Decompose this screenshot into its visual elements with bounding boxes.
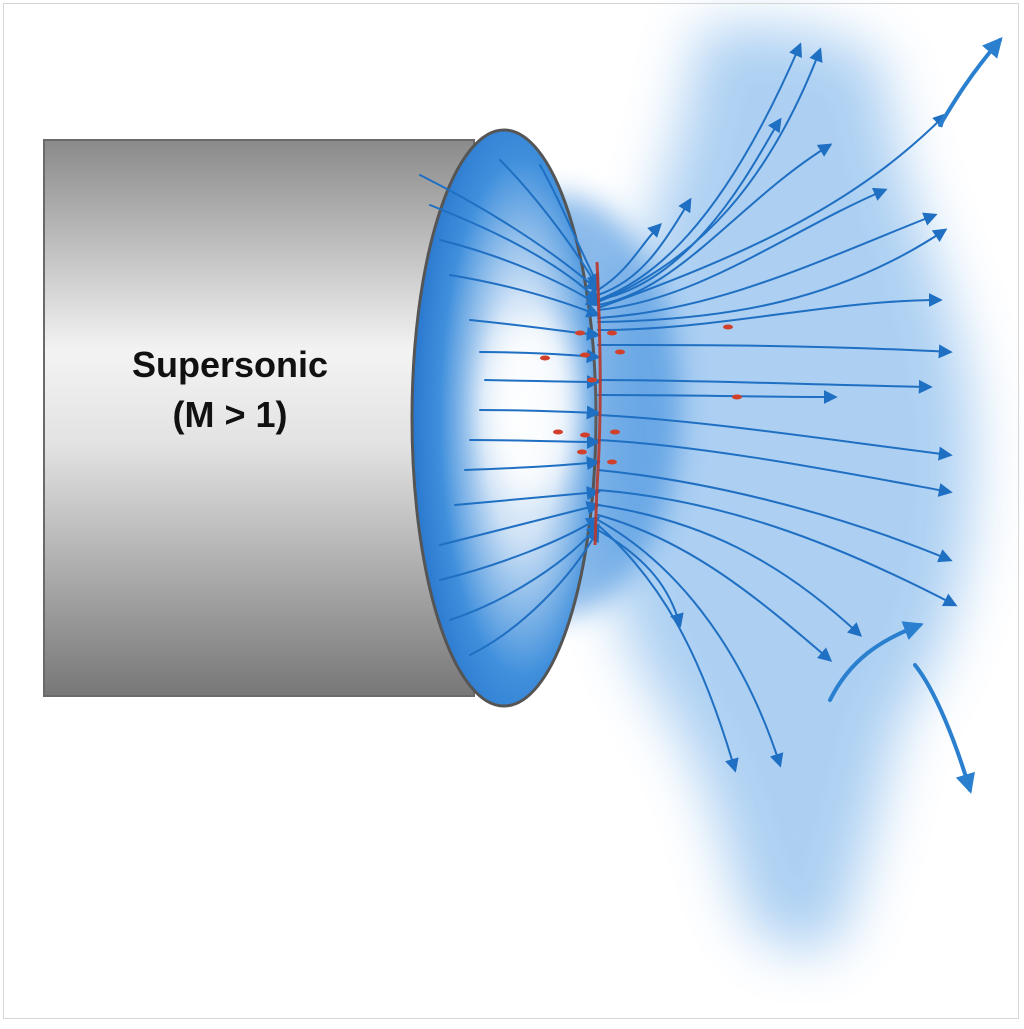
big-arrows xyxy=(828,36,1003,794)
streamline xyxy=(429,204,601,302)
shock-mark xyxy=(723,324,733,330)
streamline xyxy=(439,239,601,307)
streamline xyxy=(597,143,833,306)
label-line-2: (M > 1) xyxy=(172,394,288,435)
streamline xyxy=(469,527,600,656)
curved-arrow xyxy=(828,621,924,702)
streamline xyxy=(479,405,601,420)
streamline xyxy=(597,469,953,563)
streamline xyxy=(597,223,662,291)
shock-mark xyxy=(553,429,563,435)
pipe-body xyxy=(43,139,475,697)
streamline xyxy=(539,164,600,288)
streamlines xyxy=(419,42,958,773)
streamline xyxy=(597,489,958,607)
shock-mark xyxy=(580,432,590,438)
streamline xyxy=(597,439,953,497)
shock-marks xyxy=(540,324,742,465)
shock-mark xyxy=(540,355,550,361)
streamline xyxy=(454,486,601,506)
streamline xyxy=(597,228,948,323)
curved-arrow xyxy=(913,663,975,794)
streamline xyxy=(464,456,601,471)
shock-mark xyxy=(577,449,587,455)
streamline xyxy=(469,319,601,341)
streamline xyxy=(597,293,943,331)
streamline xyxy=(597,514,833,662)
streamline xyxy=(597,42,802,301)
pipe-label: Supersonic (M > 1) xyxy=(44,340,416,440)
shock-mark xyxy=(607,330,617,336)
streamline xyxy=(449,274,601,318)
streamline xyxy=(597,414,953,461)
streamline xyxy=(419,174,601,292)
streamline xyxy=(597,187,888,311)
streamline xyxy=(597,197,692,296)
streamline xyxy=(499,159,600,291)
streamline xyxy=(597,344,953,359)
streamline xyxy=(439,501,601,546)
shock-mark xyxy=(580,352,590,358)
curved-arrow xyxy=(938,36,1003,127)
streamline xyxy=(597,117,782,301)
label-line-1: Supersonic xyxy=(131,344,329,385)
streamline xyxy=(597,504,863,637)
shock-mark xyxy=(607,459,617,465)
streamline xyxy=(597,113,947,309)
shock-mark xyxy=(732,394,742,400)
streamline xyxy=(597,529,684,628)
streamline xyxy=(597,379,933,394)
shock-mark xyxy=(610,429,620,435)
streamline xyxy=(597,212,938,319)
streamline xyxy=(597,389,838,404)
streamline xyxy=(469,434,601,449)
streamline xyxy=(597,519,784,768)
streamline xyxy=(439,516,601,581)
streamline xyxy=(597,47,823,303)
shock-mark xyxy=(587,377,597,383)
normal-shock xyxy=(593,261,602,546)
shock-mark xyxy=(615,349,625,355)
shock-mark xyxy=(575,330,585,336)
